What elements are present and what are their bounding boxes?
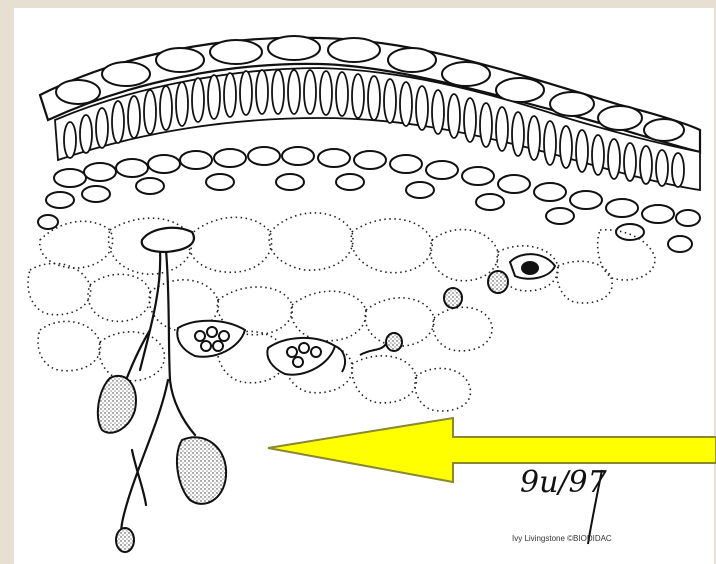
haustorium-cap <box>142 228 194 252</box>
seed-pods <box>177 254 555 375</box>
handwritten-note: 9u/97 <box>520 465 608 500</box>
palisade-layer <box>55 68 700 190</box>
credit-text: Ivy Livingstone ©BIODIDAC <box>512 534 612 543</box>
yellow-pointer-arrow <box>268 418 716 482</box>
